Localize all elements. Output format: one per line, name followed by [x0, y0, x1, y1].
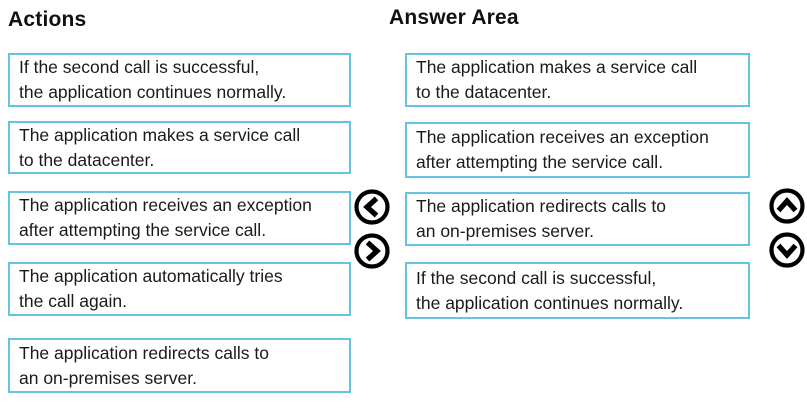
move-down-button[interactable] — [768, 231, 806, 269]
answer-item-2[interactable]: The application receives an exception af… — [405, 122, 750, 178]
answer-item-4-line-2: the application continues normally. — [416, 292, 684, 313]
action-item-1[interactable]: If the second call is successful, the ap… — [8, 53, 351, 107]
action-item-1-line-1: If the second call is successful, — [19, 57, 260, 77]
action-item-4[interactable]: The application automatically tries the … — [8, 262, 351, 316]
answer-item-2-line-2: after attempting the service call. — [416, 152, 664, 172]
action-item-3-line-2: after attempting the service call. — [19, 220, 267, 240]
action-item-5[interactable]: The application redirects calls to an on… — [8, 338, 351, 393]
move-left-button[interactable] — [353, 188, 391, 226]
action-item-5-line-1: The application redirects calls to — [19, 342, 269, 363]
action-item-5-line-2: an on-premises server. — [19, 367, 197, 388]
answer-item-3-line-2: an on-premises server. — [416, 221, 594, 241]
action-item-2-line-2: to the datacenter. — [19, 149, 155, 170]
action-item-3[interactable]: The application receives an exception af… — [8, 191, 351, 245]
chevron-down-icon — [769, 232, 805, 268]
answer-item-1[interactable]: The application makes a service call to … — [405, 53, 750, 107]
actions-header: Actions — [8, 8, 87, 31]
action-item-2-line-1: The application makes a service call — [19, 124, 301, 145]
chevron-right-icon — [354, 233, 390, 269]
action-item-3-line-1: The application receives an exception — [19, 195, 312, 215]
answer-item-2-line-1: The application receives an exception — [416, 127, 709, 147]
answer-item-3[interactable]: The application redirects calls to an on… — [405, 192, 750, 246]
action-item-2[interactable]: The application makes a service call to … — [8, 121, 351, 174]
answer-item-1-line-2: to the datacenter. — [416, 82, 552, 102]
action-item-4-line-1: The application automatically tries — [19, 266, 283, 286]
chevron-up-icon — [769, 188, 805, 224]
answer-item-4[interactable]: If the second call is successful, the ap… — [405, 262, 750, 319]
answer-item-3-line-1: The application redirects calls to — [416, 196, 666, 216]
answer-item-1-line-1: The application makes a service call — [416, 57, 698, 77]
answer-area-header: Answer Area — [389, 6, 519, 29]
action-item-1-line-2: the application continues normally. — [19, 82, 287, 102]
action-item-4-line-2: the call again. — [19, 291, 127, 311]
answer-item-4-line-1: If the second call is successful, — [416, 267, 657, 288]
chevron-left-icon — [354, 189, 390, 225]
move-right-button[interactable] — [353, 232, 391, 270]
move-up-button[interactable] — [768, 187, 806, 225]
